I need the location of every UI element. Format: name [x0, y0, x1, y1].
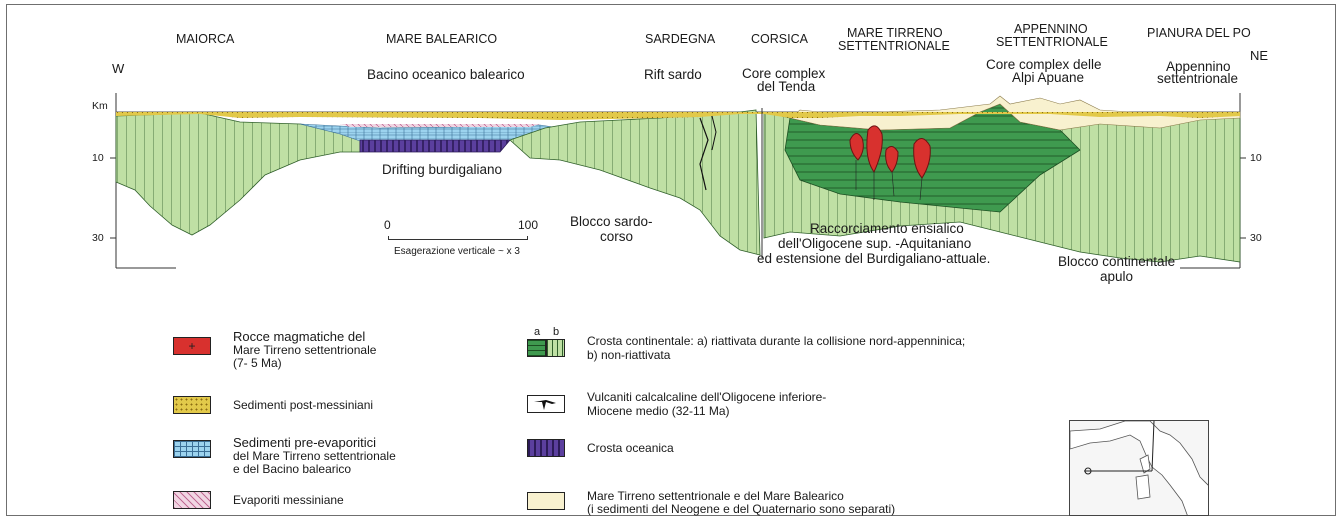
label-rift-sardo: Rift sardo: [644, 67, 702, 82]
legend-pre-evap-3: e del Bacino balearico: [233, 462, 352, 476]
legend-crust-1: Crosta continentale: a) riattivata duran…: [587, 334, 966, 348]
region-appennino-2: SETTENTRIONALE: [996, 35, 1108, 49]
italy-outline: [1070, 421, 1208, 515]
legend-crust-label-b: b: [553, 326, 560, 338]
region-mare-tirreno-2: SETTENTRIONALE: [838, 39, 950, 53]
region-maiorca: MAIORCA: [176, 32, 235, 46]
axis-unit: Km: [92, 100, 108, 112]
oceanic-crust: [359, 139, 511, 153]
legend-pre-evap-swatch: [173, 440, 211, 458]
region-mare-balearico: MARE BALEARICO: [386, 32, 498, 46]
label-raccorciamento-2: dell'Oligocene sup. -Aquitaniano: [778, 236, 972, 251]
evaporite-layer: [340, 124, 540, 127]
region-mare-tirreno: MARE TIRRENO: [847, 26, 943, 40]
legend-evaporiti-swatch: [173, 491, 211, 509]
label-blocco-sardo-2: corso: [600, 229, 634, 244]
legend-evaporiti: Evaporiti messiniane: [233, 493, 344, 507]
scale-start: 0: [384, 218, 391, 232]
legend-magmatic-swatch: +: [173, 337, 211, 355]
legend-mare-1: Mare Tirreno settentrionale e del Mare B…: [587, 489, 844, 503]
volcanic-dike-icon: [534, 400, 556, 410]
scale-bar: [388, 236, 528, 240]
direction-northeast: NE: [1250, 48, 1269, 63]
legend-crust-nonreactivated-swatch: [546, 339, 565, 357]
magmatic-intrusions: [849, 125, 931, 201]
legend-vulcaniti-swatch: [527, 395, 565, 413]
legend-vulcaniti-1: Vulcaniti calcalcaline dell'Oligocene in…: [587, 390, 827, 404]
legend-pre-evap-1: Sedimenti pre-evaporitici: [233, 435, 377, 450]
scale-end: 100: [518, 218, 539, 232]
label-raccorciamento-3: ed estensione del Burdigaliano-attuale.: [757, 251, 991, 266]
left-tick-30: 30: [92, 232, 104, 244]
figure-frame: [6, 4, 1336, 516]
legend-crust-2: b) non-riattivata: [587, 348, 671, 362]
label-core-tenda-2: del Tenda: [757, 79, 816, 94]
post-messinian-strip: [116, 112, 1240, 120]
label-appennino-sett-1: Appennino: [1166, 59, 1231, 74]
legend-magmatic-2: Mare Tirreno settentrionale: [233, 343, 377, 357]
legend-crust-reactivated-swatch: [527, 339, 546, 357]
right-tick-10: 10: [1250, 152, 1262, 164]
region-appennino: APPENNINO: [1014, 22, 1088, 36]
legend-magmatic-1: Rocce magmatiche del: [233, 329, 366, 344]
scale-caption: Esagerazione verticale ~ x 3: [394, 246, 520, 257]
location-map-icon: [1069, 420, 1209, 516]
legend-mare-2: (i sedimenti del Neogene e del Quaternar…: [587, 502, 896, 516]
label-drifting: Drifting burdigaliano: [382, 162, 503, 177]
legend-post-messiniani: Sedimenti post-messiniani: [233, 398, 374, 412]
region-corsica: CORSICA: [751, 32, 808, 46]
legend-vulcaniti-2: Miocene medio (32-11 Ma): [587, 404, 730, 418]
label-blocco-apulo-1: Blocco continentale: [1058, 254, 1176, 269]
legend-oceanica-swatch: [527, 439, 565, 457]
right-tick-30: 30: [1250, 232, 1262, 244]
label-bacino-balearico: Bacino oceanico balearico: [367, 67, 525, 82]
label-blocco-apulo-2: apulo: [1100, 269, 1134, 284]
crust-west: [115, 112, 361, 236]
label-core-apuane-1: Core complex delle: [986, 57, 1102, 72]
label-appennino-sett-2: settentrionale: [1157, 71, 1239, 86]
legend-post-messiniani-swatch: [173, 396, 211, 414]
legend-magmatic-3: (7- 5 Ma): [233, 356, 282, 370]
legend-oceanica: Crosta oceanica: [587, 441, 674, 455]
direction-west: W: [112, 61, 125, 76]
region-pianura-po: PIANURA DEL PO: [1147, 26, 1251, 40]
legend-mare-swatch: [527, 492, 565, 510]
left-tick-10: 10: [92, 152, 104, 164]
label-raccorciamento-1: Raccorciamento ensialico: [810, 221, 964, 236]
geological-cross-section: [110, 93, 1246, 269]
label-blocco-sardo-1: Blocco sardo-: [570, 214, 653, 229]
crust-sardo-corso: [509, 109, 761, 256]
region-sardegna: SARDEGNA: [645, 32, 716, 46]
label-core-apuane-2: Alpi Apuane: [1012, 70, 1085, 85]
legend-crust-label-a: a: [534, 326, 541, 338]
label-core-tenda-1: Core complex: [742, 66, 826, 81]
legend-pre-evap-2: del Mare Tirreno settentrionale: [233, 449, 396, 463]
